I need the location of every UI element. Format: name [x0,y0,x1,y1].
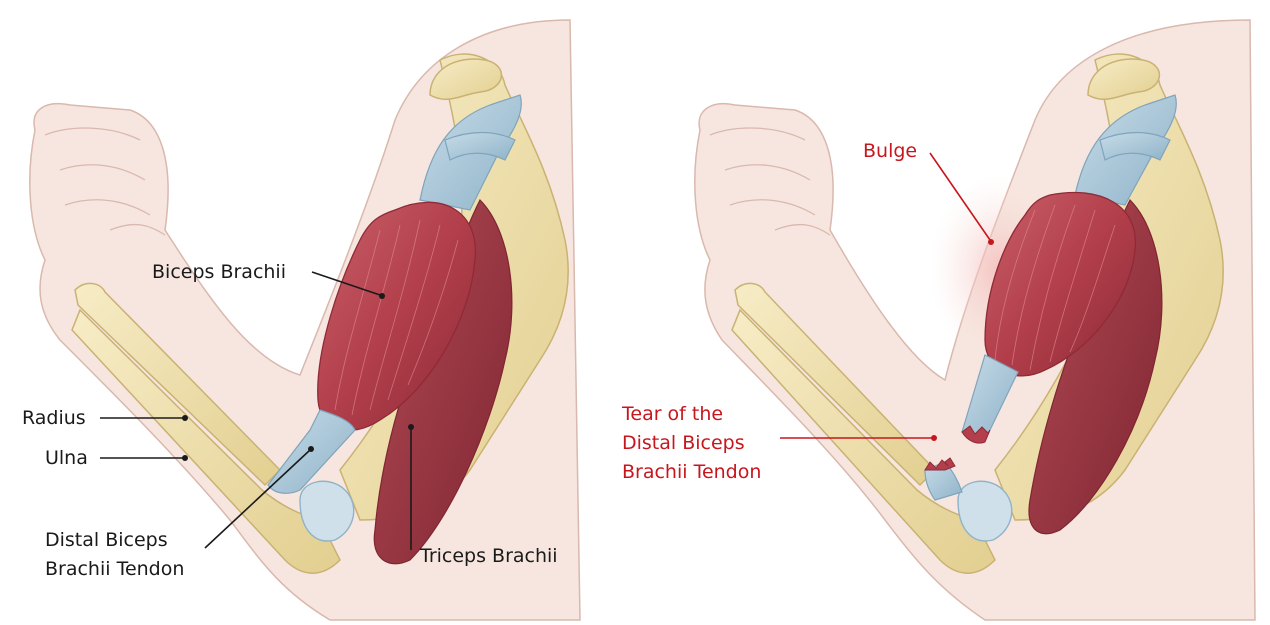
ulna-bone-right [731,308,996,574]
label-bulge: Bulge [863,140,917,162]
torn-end-lower [924,457,956,471]
pointer-biceps [379,293,385,299]
label-tear-line3: Brachii Tendon [622,461,761,483]
label-distal-line2: Brachii Tendon [45,558,184,580]
leader-biceps [311,271,381,296]
torn-end-upper [961,425,991,444]
leader-bulge [929,152,991,241]
acromion-bone [429,58,503,100]
ulna-bone [71,308,341,574]
radius-bone-right [734,282,937,487]
biceps-striations [334,219,459,416]
proximal-tendon-long [444,131,516,161]
biceps-striations-right [994,204,1116,371]
label-radius: Radius [22,407,86,429]
elbow-joint [299,480,355,542]
biceps-muscle [317,201,477,431]
label-tear-line1: Tear of the [621,403,723,425]
acromion-bone-right [1087,58,1161,100]
label-ulna: Ulna [45,447,88,469]
pointer-radius [182,415,188,421]
pointer-ulna [182,455,188,461]
fist-outline-right [709,127,831,236]
label-triceps-brachii: Triceps Brachii [419,545,558,567]
torn-arm-panel: Bulge Tear of the Distal Biceps Brachii … [621,19,1256,621]
pointer-distal [308,446,314,452]
normal-arm-panel: Biceps Brachii Radius Ulna Distal Biceps… [22,19,581,621]
proximal-tendon-long-right [1099,131,1171,161]
label-distal-line1: Distal Biceps [45,529,168,551]
radius-bone [74,282,282,487]
label-tear-line2: Distal Biceps [622,432,745,454]
biceps-muscle-retracted [984,191,1136,377]
pointer-tear [931,435,937,441]
label-biceps-brachii: Biceps Brachii [152,261,286,283]
fist-outline [44,127,166,236]
pointer-bulge [988,239,994,245]
elbow-joint-right [957,480,1013,542]
leader-distal [204,449,311,549]
pointer-triceps [408,424,414,430]
